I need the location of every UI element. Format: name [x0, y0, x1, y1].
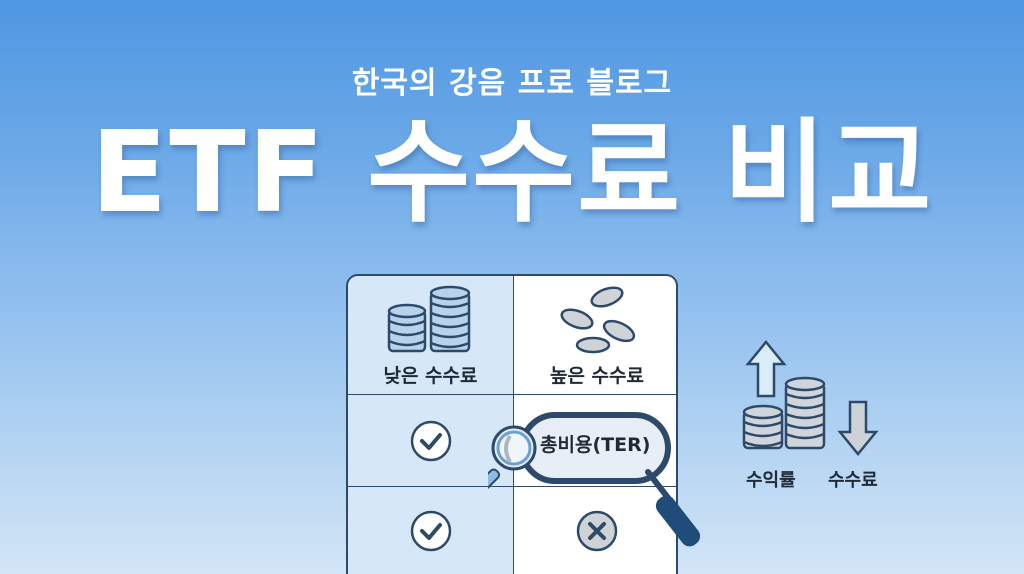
magnifier-callout-icon: [488, 412, 701, 547]
coin-stacks-icon: [387, 285, 470, 352]
fees-label: 수수료: [828, 470, 878, 491]
page-title: ETF 수수료 비교: [90, 108, 934, 238]
returns-vs-fees-icon: [742, 340, 879, 456]
arrow-down-icon: [837, 400, 879, 456]
arrow-up-icon: [745, 340, 787, 398]
column-header-high-fee: 높은 수수료: [514, 276, 676, 395]
returns-label: 수익률: [746, 470, 796, 491]
row2-low-cell: [348, 487, 514, 574]
check-circle-icon: [410, 420, 451, 461]
cross-circle-icon: [576, 510, 618, 552]
row1-low-cell: [348, 395, 514, 487]
check-circle-icon: [410, 510, 451, 552]
ter-callout-label: 총비용(TER): [540, 434, 651, 456]
column-header-low-fee: 낮은 수수료: [348, 276, 514, 395]
subtitle: 한국의 강음 프로 블로그: [351, 66, 673, 101]
low-fee-label: 낮은 수수료: [383, 364, 478, 387]
row2-high-cell: [514, 487, 676, 574]
scattered-coins-icon: [560, 285, 636, 353]
high-fee-label: 높은 수수료: [549, 364, 644, 387]
